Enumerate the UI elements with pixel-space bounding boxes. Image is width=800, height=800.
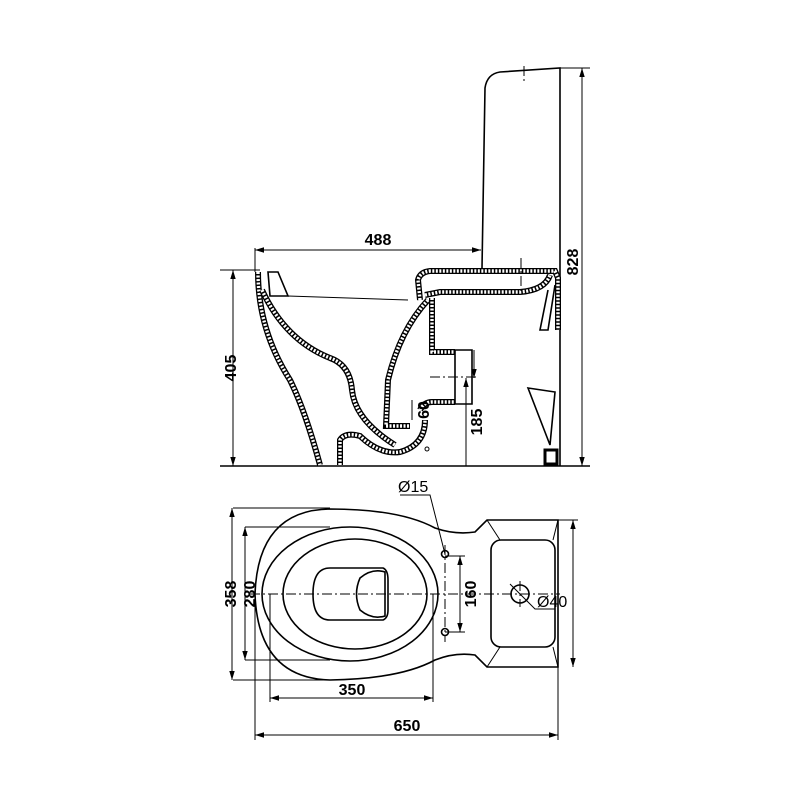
- dim-label-inner-width: 280: [242, 581, 259, 608]
- dim-label-flush-hole: Ø40: [537, 594, 567, 611]
- drain-hole-outline: [355, 570, 386, 618]
- dim-label-rim-height: 405: [223, 355, 240, 382]
- dim-label-60: 60: [416, 401, 433, 419]
- rim-section: [267, 271, 290, 297]
- side-view: 488 405 828 185 60: [220, 66, 590, 467]
- deck-wall: [414, 268, 561, 330]
- rear-support-upper: [539, 284, 556, 331]
- trap-bottom-wall: [337, 419, 428, 465]
- tank-outline: [481, 67, 561, 466]
- rear-support-lower: [526, 387, 556, 446]
- bowl-opening: [312, 567, 389, 621]
- dim-label-total-length: 650: [394, 718, 421, 735]
- outlet-top-wall: [429, 298, 455, 355]
- outlet-spigot: [454, 349, 473, 405]
- tank-corner-lines: [486, 519, 559, 668]
- dim-label-seat-depth: 488: [365, 232, 392, 249]
- plan-view: 358 280 160 350 650 Ø15 Ø40: [223, 479, 578, 740]
- dim-label-bowl-length: 350: [339, 682, 366, 699]
- leader-line-40: [509, 583, 555, 610]
- dim-label-total-height: 828: [565, 249, 582, 276]
- drain-point-icon: [424, 446, 430, 452]
- dim-label-bolt-spacing: 160: [463, 581, 480, 608]
- bolt-hole-icon: [440, 549, 450, 559]
- leader-line-15: [400, 494, 446, 555]
- water-surface-line: [287, 295, 409, 301]
- dim-label-outer-width: 358: [223, 581, 240, 608]
- dim-label-bolt-hole: Ø15: [398, 479, 428, 496]
- rear-foot: [543, 448, 559, 466]
- dim-label-outlet-height: 185: [469, 409, 486, 436]
